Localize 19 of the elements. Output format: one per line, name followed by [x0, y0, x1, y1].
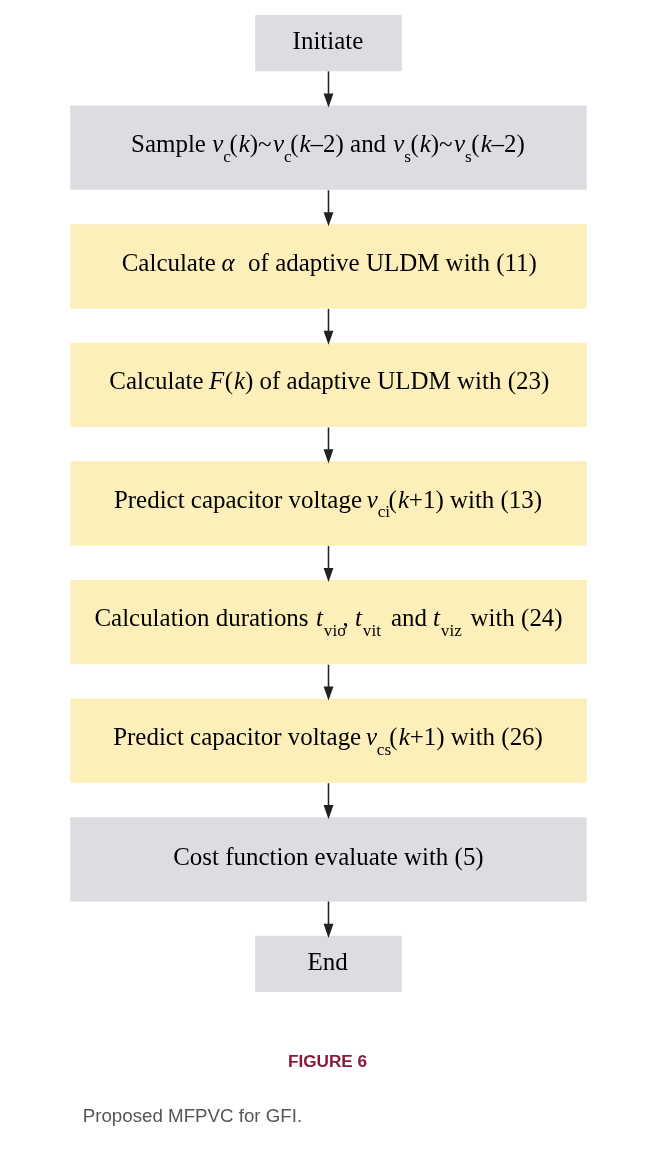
arrow: [323, 308, 333, 345]
node-box: Calculate F(k) of adaptive ULDM with (23): [69, 342, 587, 428]
arrow: [323, 663, 333, 701]
node-box: Cost function evaluate with (5): [69, 817, 587, 902]
arrow: [323, 189, 333, 227]
arrow: [323, 782, 333, 820]
label: FIGURE 6: [287, 1050, 367, 1071]
node-box: Initiate: [254, 15, 402, 72]
node-box: Calculate α of adaptive ULDM with (11): [69, 224, 587, 309]
arrow: [323, 426, 333, 464]
node-box: Predict capacitor voltage v$_{ci}$(k+1) with (13): [69, 461, 587, 546]
caption: Proposed MFPVC for GFI.: [82, 1105, 302, 1127]
arrow: [323, 545, 333, 582]
arrow: [323, 900, 333, 938]
node-box: Predict capacitor voltage v$_{cs}$(k+1) with (26): [69, 698, 587, 783]
node-box: Calculation durations t$_{vio}$, t$_{vit}$ and t$_{viz}$ with (24): [69, 579, 587, 665]
node-box: End: [254, 935, 402, 992]
node-box: Sample v$_{c}$(k)~v$_{c}$(k–2) and v$_{s}$(k)~v$_{s}$(k–2): [69, 105, 587, 190]
arrow: [323, 70, 333, 108]
